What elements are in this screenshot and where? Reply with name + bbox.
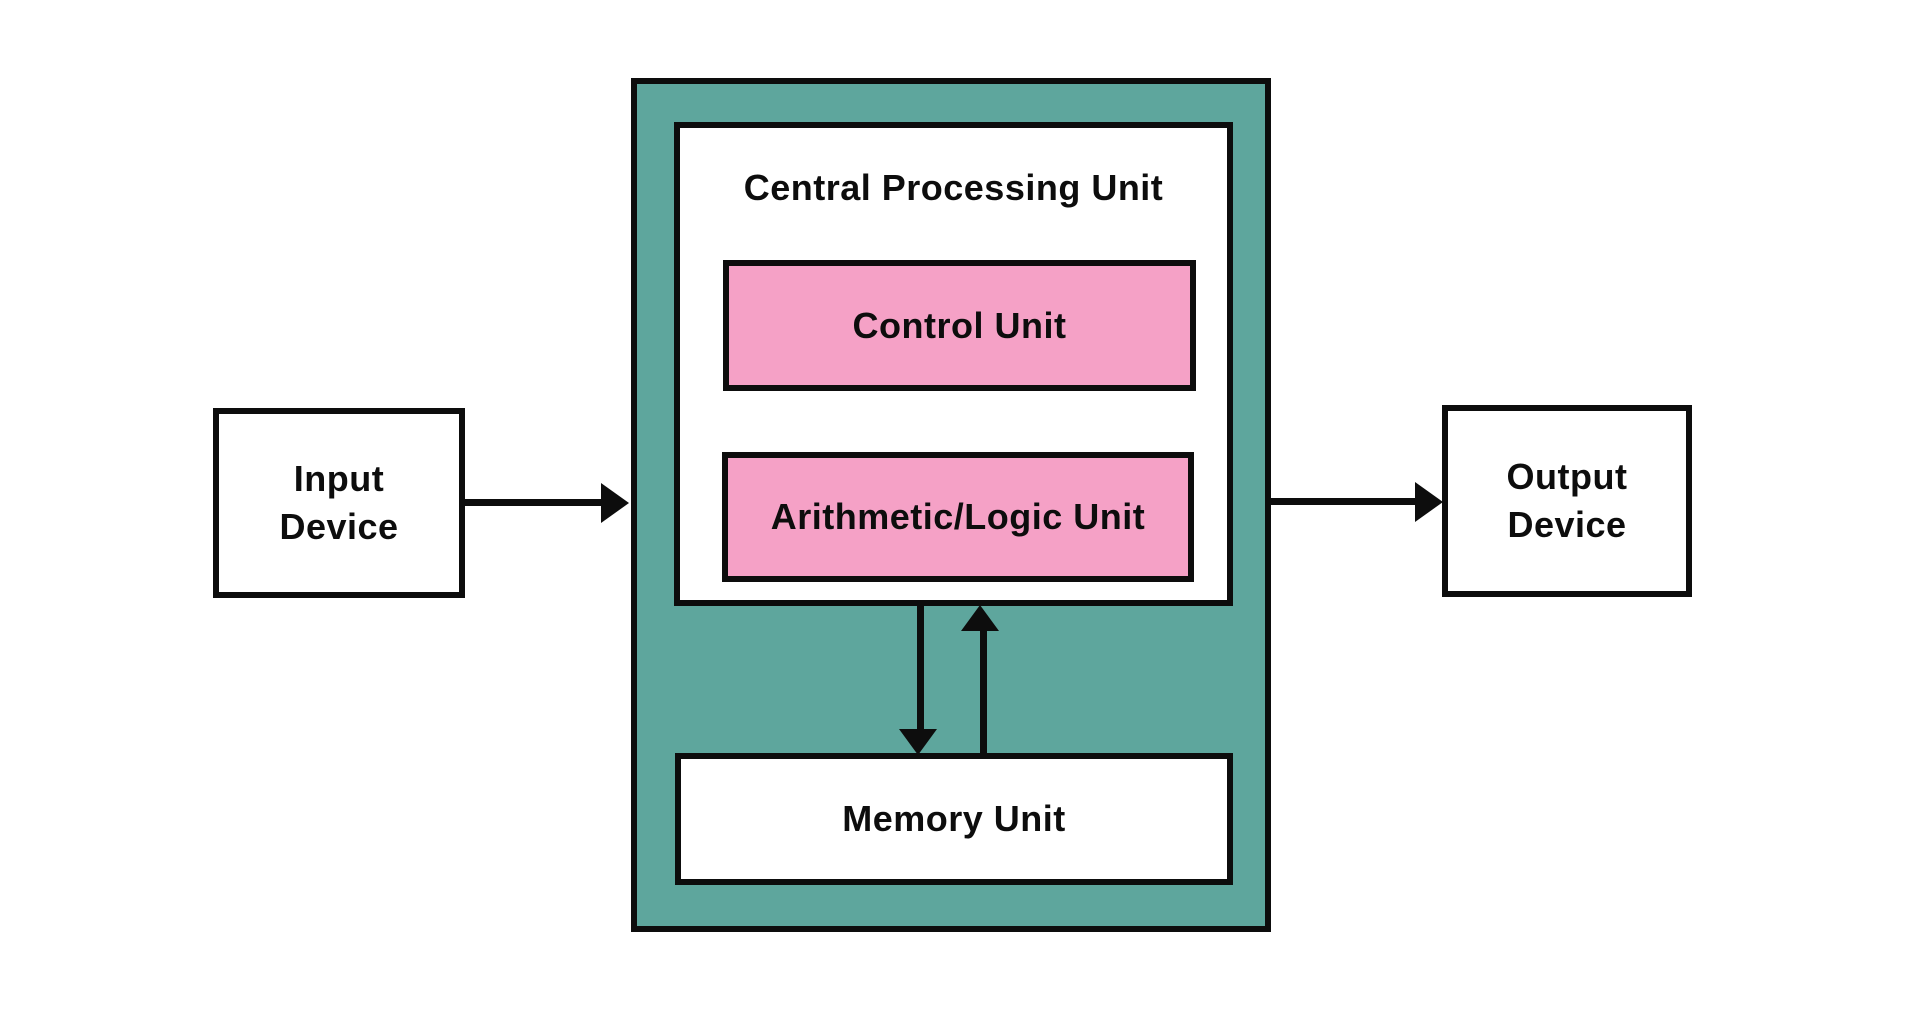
output-device-label-line2: Device bbox=[1507, 504, 1627, 545]
input-device-label-line2: Device bbox=[279, 506, 399, 547]
central-processing-unit-box: Central Processing Unit Control Unit Ari… bbox=[674, 122, 1233, 606]
memory-unit-label: Memory Unit bbox=[842, 798, 1066, 839]
arithmetic-logic-unit-label: Arithmetic/Logic Unit bbox=[770, 496, 1146, 537]
output-device-box: Output Device bbox=[1442, 405, 1692, 597]
control-unit-label: Control Unit bbox=[852, 304, 1067, 346]
arithmetic-logic-unit-box: Arithmetic/Logic Unit bbox=[722, 452, 1194, 582]
arrow-memory-to-cpu-head bbox=[961, 605, 999, 631]
arrow-cpu-to-output-head bbox=[1415, 482, 1443, 522]
control-unit-box: Control Unit bbox=[723, 260, 1196, 391]
arrow-memory-to-cpu-line bbox=[980, 631, 987, 753]
input-device-box: Input Device bbox=[213, 408, 465, 598]
arrow-cpu-to-memory-head bbox=[899, 729, 937, 755]
arrow-input-to-cpu-line bbox=[463, 499, 601, 506]
input-device-label-line1: Input bbox=[293, 458, 385, 499]
arrow-cpu-to-memory-line bbox=[917, 605, 924, 729]
central-processing-unit-title: Central Processing Unit bbox=[743, 167, 1164, 208]
arrow-input-to-cpu-head bbox=[601, 483, 629, 523]
memory-unit-box: Memory Unit bbox=[675, 753, 1233, 885]
arrow-cpu-to-output-line bbox=[1271, 498, 1415, 505]
output-device-label-line1: Output bbox=[1506, 456, 1628, 497]
